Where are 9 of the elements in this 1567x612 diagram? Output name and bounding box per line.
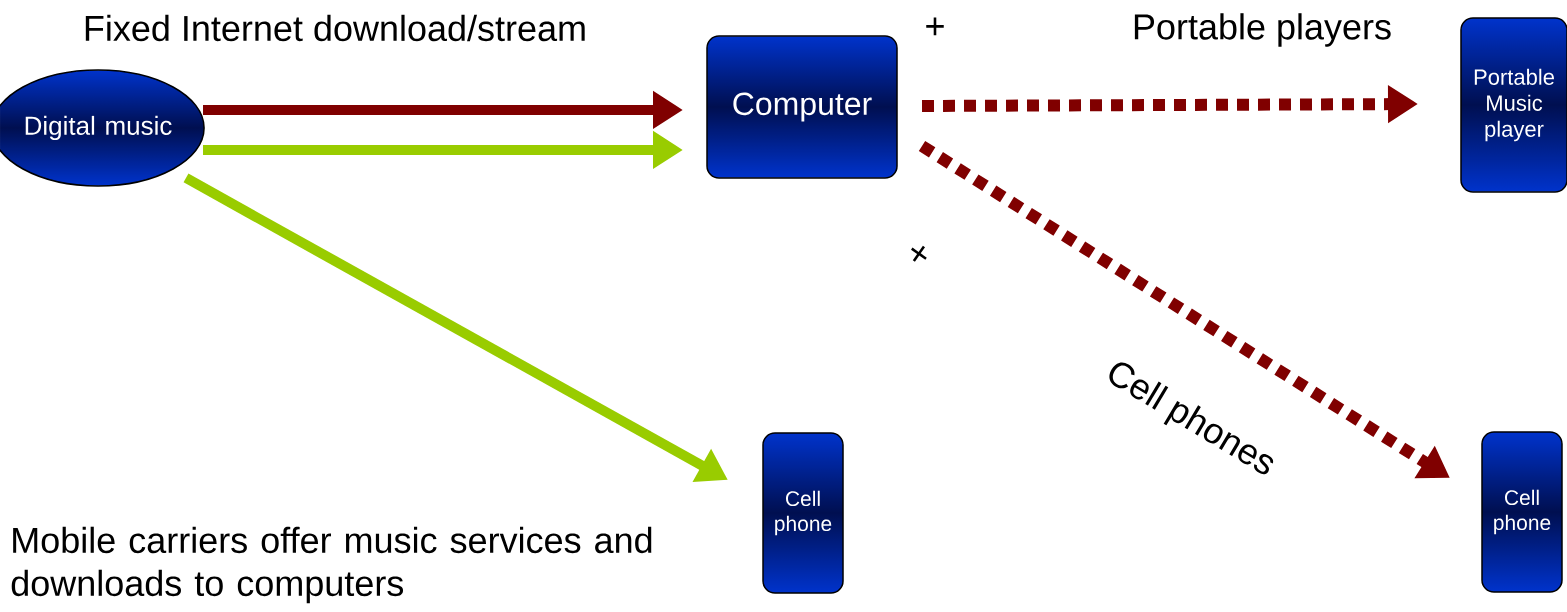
rounded-box: Portable Music player xyxy=(1460,17,1567,193)
edge-label: Portable players xyxy=(1134,13,1391,47)
rounded-box: Computer xyxy=(706,35,898,179)
plus-sign: + xyxy=(911,245,927,262)
rounded-box: Cell phone xyxy=(1481,431,1563,593)
note-text: Mobile carriers offer music services and downloads to computers xyxy=(11,526,652,604)
plus-sign: + xyxy=(926,17,944,36)
edge-label: Fixed Internet download/stream xyxy=(85,14,585,42)
rounded-box: Cell phone xyxy=(762,432,844,594)
